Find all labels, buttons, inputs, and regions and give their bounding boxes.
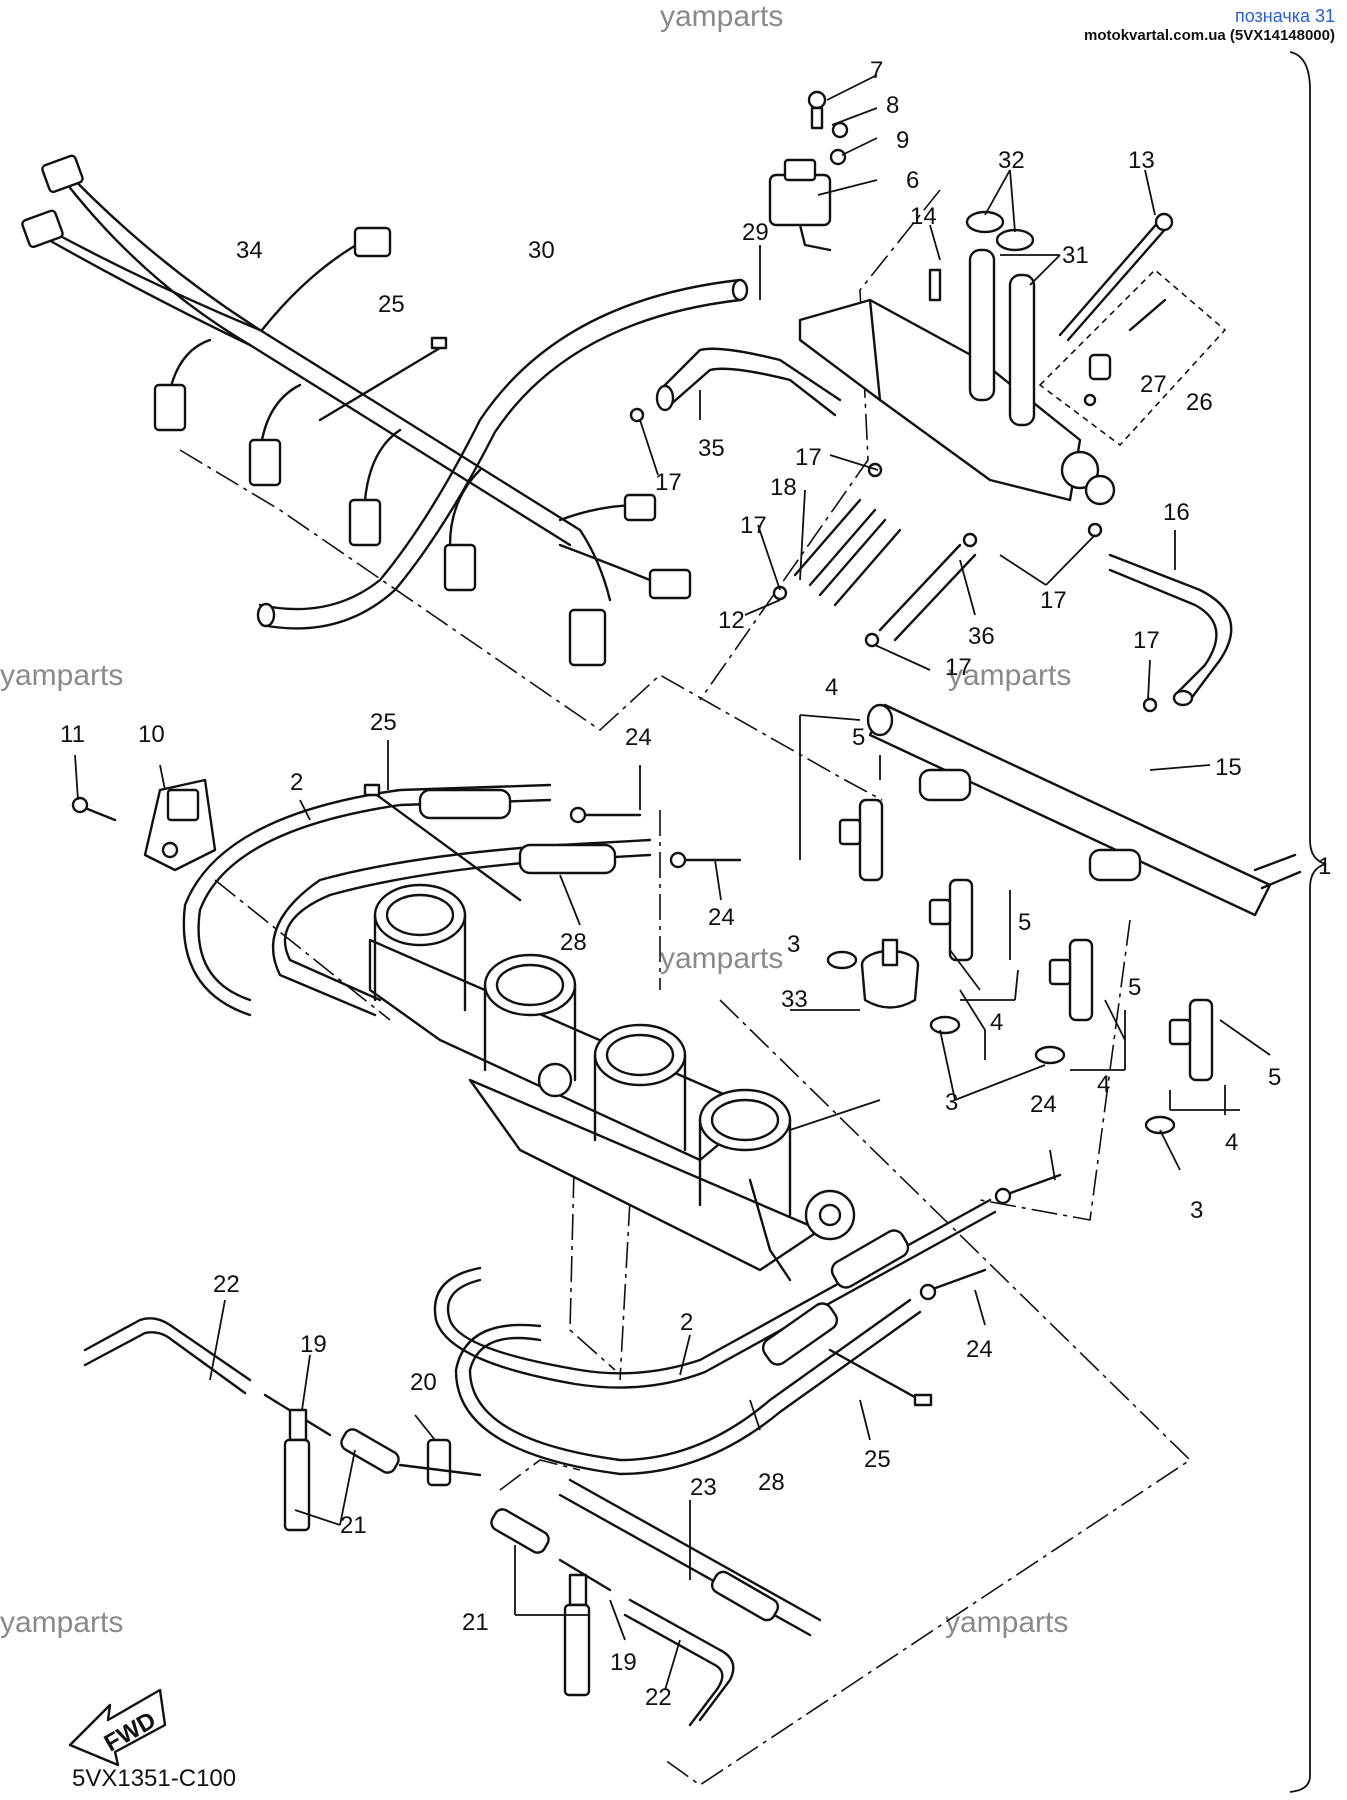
- hose-16: [1108, 553, 1233, 707]
- callout-2: 2: [290, 769, 303, 796]
- callout-4: 4: [990, 1009, 1003, 1036]
- vacuum-lines-lower: [83, 1317, 822, 1727]
- assembly-lines: [179, 189, 1192, 1786]
- hose-18: [793, 498, 902, 607]
- hoses-2-28-lower: [433, 1198, 997, 1476]
- callout-28: 28: [560, 929, 587, 956]
- screws-24: [569, 806, 1062, 1301]
- pressure-sensor-6: [768, 90, 849, 252]
- throttle-position-sensor-10: [71, 778, 217, 872]
- callout-19: 19: [610, 1649, 637, 1676]
- callout-5: 5: [852, 724, 865, 751]
- callout-5: 5: [1018, 909, 1031, 936]
- tie-strap-25-top: [318, 336, 448, 422]
- callout-27: 27: [1140, 371, 1167, 398]
- callout-5: 5: [1268, 1064, 1281, 1091]
- callout-33: 33: [781, 986, 808, 1013]
- callout-8: 8: [886, 92, 899, 119]
- callout-35: 35: [698, 435, 725, 462]
- callout-32: 32: [998, 147, 1025, 174]
- callout-21: 21: [462, 1609, 489, 1636]
- watermark: yamparts: [0, 659, 123, 692]
- callout-17: 17: [795, 444, 822, 471]
- watermark: yamparts: [660, 0, 783, 33]
- callout-29: 29: [742, 219, 769, 246]
- callout-10: 10: [138, 721, 165, 748]
- callout-34: 34: [236, 237, 263, 264]
- callout-30: 30: [528, 237, 555, 264]
- assembly-bracket: [1289, 51, 1327, 1793]
- leader-lines: [74, 74, 1271, 1691]
- callout-25: 25: [378, 291, 405, 318]
- callout-3: 3: [1190, 1197, 1203, 1224]
- pressure-regulator-33: [860, 938, 920, 1009]
- callout-31: 31: [1062, 242, 1089, 269]
- callout-24: 24: [1030, 1091, 1057, 1118]
- fuel-rail-1: [866, 703, 1302, 917]
- watermark: yamparts: [948, 659, 1071, 692]
- callout-13: 13: [1128, 147, 1155, 174]
- watermark: yamparts: [945, 1606, 1068, 1639]
- callout-12: 12: [718, 607, 745, 634]
- callout-24: 24: [625, 724, 652, 751]
- callout-24: 24: [708, 904, 735, 931]
- hose-30: [256, 278, 749, 630]
- regulator-bracket-assembly: [798, 210, 1174, 506]
- callout-21: 21: [340, 1512, 367, 1539]
- watermarks: yamparts yamparts yamparts yamparts yamp…: [0, 0, 1071, 1639]
- callout-22: 22: [645, 1684, 672, 1711]
- callout-25: 25: [370, 709, 397, 736]
- callout-19: 19: [300, 1331, 327, 1358]
- watermark: yamparts: [660, 942, 783, 975]
- callout-18: 18: [770, 474, 797, 501]
- hose-clips-17: [629, 407, 1158, 713]
- callout-16: 16: [1163, 499, 1190, 526]
- callout-25: 25: [864, 1446, 891, 1473]
- callout-numbers: 1 2 2 3 3 3 4 4 4 4 5 5 5 5 6 7 8 9 10 1…: [60, 57, 1331, 1711]
- callout-2: 2: [680, 1309, 693, 1336]
- callout-17: 17: [1040, 587, 1067, 614]
- callout-28: 28: [758, 1469, 785, 1496]
- watermark: yamparts: [0, 1606, 123, 1639]
- callout-20: 20: [410, 1369, 437, 1396]
- callout-4: 4: [1225, 1129, 1238, 1156]
- wire-harness-34: [21, 154, 692, 667]
- callout-14: 14: [910, 203, 937, 230]
- callout-26: 26: [1186, 389, 1213, 416]
- callout-5: 5: [1128, 974, 1141, 1001]
- fwd-arrow-icon: FWD: [68, 1688, 167, 1767]
- callout-22: 22: [213, 1271, 240, 1298]
- callout-3: 3: [945, 1089, 958, 1116]
- callout-17: 17: [945, 654, 972, 681]
- page-header: позначка 31 motokvartal.com.ua (5VX14148…: [1084, 6, 1335, 44]
- callout-17: 17: [655, 469, 682, 496]
- callout-36: 36: [968, 623, 995, 650]
- callout-23: 23: [690, 1474, 717, 1501]
- callout-1: 1: [1318, 853, 1331, 880]
- diagram-code: 5VX1351-C100: [72, 1765, 236, 1792]
- tie-strap-25-middle: [363, 783, 522, 902]
- callout-4: 4: [1097, 1071, 1110, 1098]
- hose-36: [878, 543, 977, 642]
- detail-box-26: [1038, 268, 1227, 447]
- callout-4: 4: [825, 674, 838, 701]
- callout-9: 9: [896, 127, 909, 154]
- callout-24: 24: [966, 1336, 993, 1363]
- callout-6: 6: [906, 167, 919, 194]
- header-title: позначка 31: [1234, 6, 1335, 26]
- vacuum-hose-35: [655, 347, 842, 417]
- callout-7: 7: [870, 57, 883, 84]
- callout-17: 17: [740, 512, 767, 539]
- callout-17: 17: [1133, 627, 1160, 654]
- callout-3: 3: [787, 931, 800, 958]
- callout-15: 15: [1215, 754, 1242, 781]
- throttle-body-assembly: [368, 883, 856, 1282]
- fuel-injectors-4: [826, 798, 1214, 1135]
- header-subtitle: motokvartal.com.ua (5VX14148000): [1084, 26, 1335, 44]
- callout-11: 11: [60, 721, 85, 748]
- hoses-2-28-upper: [182, 783, 652, 1017]
